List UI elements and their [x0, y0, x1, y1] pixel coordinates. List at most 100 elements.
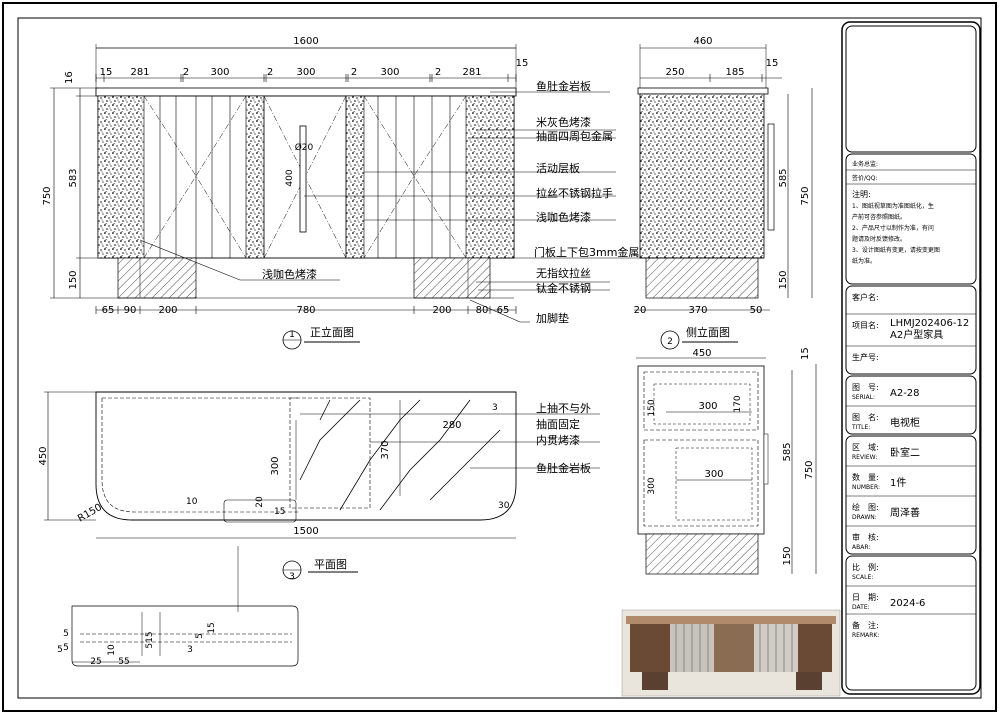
front-notes: 鱼肚金岩板米灰色烤漆抽面四周包金属活动层板拉丝不锈钢拉手浅咖色烤漆门板上下包3m… — [262, 79, 639, 325]
front-foot-left — [117, 257, 197, 299]
side-h-150: 150 — [778, 270, 789, 289]
tb-row-sub: SCALE: — [852, 574, 873, 581]
front-top-dim: 15 — [100, 67, 113, 78]
tb-row-label: 图 名: — [852, 412, 879, 422]
tb-row-value: A2-28 — [890, 388, 920, 399]
plan-280: 280 — [442, 420, 461, 431]
side-bot-370: 370 — [688, 305, 707, 316]
front-top-dim: 2 — [183, 67, 189, 78]
stone-panel-left — [97, 95, 145, 259]
front-note: 拉丝不锈钢拉手 — [536, 186, 613, 200]
tb-row-label: 生产号: — [852, 352, 879, 362]
plan-30: 30 — [498, 501, 510, 511]
marble-veins — [299, 399, 501, 511]
tb-row-label: 项目名: — [852, 320, 879, 330]
front-note: 浅咖色烤漆 — [536, 210, 591, 224]
side-bot-20: 20 — [634, 305, 647, 316]
front-note: 抽面四周包金属 — [536, 129, 613, 143]
tb-note-line: 1、图纸视草图为准图纸化，生 — [852, 202, 934, 210]
plan-note: 内贯烤漆 — [536, 433, 580, 447]
tb-note-line: 2、产品尺寸以制作为准，有问 — [852, 224, 934, 232]
front-note: 门板上下包3mm金属 — [534, 245, 639, 259]
front-top-dim: 281 — [462, 67, 481, 78]
detail-dim: 10 — [107, 644, 117, 656]
plan-20: 20 — [255, 496, 265, 508]
front-top-dim: 2 — [267, 67, 273, 78]
stone-panel-mid-right — [345, 95, 365, 259]
tb-row-value: 电视柜 — [890, 416, 920, 429]
tb-row-sub: DATE: — [852, 604, 870, 611]
plan-note: 上抽不与外 — [536, 401, 591, 415]
front-note: 浅咖色烤漆 — [262, 267, 317, 281]
detail-dim: 515 — [145, 631, 155, 648]
tb-row-sub: ABAR: — [852, 544, 870, 551]
front-bottom-dim: 65 — [102, 305, 115, 316]
detail-dim: 5 — [63, 629, 69, 639]
side2-300b: 300 — [704, 469, 723, 480]
plan-length: 1500 — [293, 526, 318, 537]
tb-row-sub: NUMBER: — [852, 484, 880, 491]
plan-outline — [95, 391, 517, 521]
side2-width: 450 — [692, 348, 711, 359]
front-note: 鱼肚金岩板 — [536, 79, 591, 93]
side-top-250: 250 — [665, 67, 684, 78]
tb-row-value2: A2户型家具 — [890, 328, 943, 341]
tb-row-sub: TITLE: — [851, 424, 870, 431]
plan-370: 370 — [380, 440, 391, 459]
tb-row-sub: REVIEW: — [852, 454, 877, 461]
tb-row-label: 日 期: — [852, 593, 879, 602]
detail-dim: 5 — [63, 643, 69, 653]
tb-row-sub: DRAWN: — [852, 514, 877, 521]
detail-dim: 5 — [57, 645, 63, 655]
tb-notes-header-2: 签价/QQ: — [852, 174, 878, 182]
side2-h15: 15 — [800, 347, 811, 360]
inner-border — [17, 17, 982, 699]
side-h-585: 585 — [778, 168, 789, 187]
tb-row-label: 数 量: — [852, 472, 879, 482]
front-top-dim: 2 — [435, 67, 441, 78]
view2-title: 侧立面图 — [686, 325, 730, 339]
tb-row-value: 卧室二 — [890, 446, 920, 459]
side-elevation: 460 250 185 15 585 750 150 20 370 50 — [634, 36, 813, 316]
detail-dim: 25 — [90, 657, 101, 667]
front-h-16: 16 — [64, 71, 75, 84]
side2-h750: 750 — [804, 460, 815, 479]
view3-number: 3 — [289, 572, 295, 582]
plan-depth: 450 — [38, 446, 49, 465]
front-bottom-dim: 780 — [296, 305, 315, 316]
tb-row-value: 周泽善 — [890, 506, 920, 519]
front-top-dim: 2 — [351, 67, 357, 78]
front-handle — [299, 125, 307, 233]
side-bot-50: 50 — [750, 305, 763, 316]
side-stone — [639, 93, 765, 259]
tb-row-label: 备 注: — [852, 620, 879, 630]
handle-dia: Ø20 — [295, 142, 314, 153]
plan-view: 450 300 370 280 20 10 15 3 30 R150 1500 — [38, 391, 600, 539]
front-leaders — [139, 91, 640, 323]
tb-row-value: LHMJ202406-12 — [890, 318, 969, 329]
front-top-slab — [95, 87, 517, 97]
detail-dim: 3 — [187, 645, 193, 655]
front-top-dim: 281 — [130, 67, 149, 78]
front-note: 米灰色烤漆 — [536, 115, 591, 129]
tb-row-sub: SERIAL: — [852, 394, 875, 401]
plan-note: 鱼肚金岩板 — [536, 461, 591, 475]
front-h-150: 150 — [68, 270, 79, 289]
side2-170: 170 — [733, 395, 743, 412]
detail-dim: 5 — [195, 633, 205, 639]
front-bottom-dim: 200 — [432, 305, 451, 316]
front-bottom-dim: 90 — [124, 305, 137, 316]
side2-300c: 300 — [647, 477, 657, 494]
tb-row-value: 2024-6 — [890, 598, 925, 609]
side-h-750: 750 — [800, 186, 811, 205]
tb-row-label: 客户名: — [852, 292, 879, 302]
title-block: 业务总监: 签价/QQ: 注明: 1、图纸视草图为准图纸化，生产前可咨参照图纸。… — [841, 21, 981, 695]
front-h-583: 583 — [68, 168, 79, 187]
side-top-15: 15 — [766, 58, 779, 69]
front-bottom-dim: 200 — [158, 305, 177, 316]
front-note: 加脚垫 — [536, 311, 569, 325]
tb-row-label: 区 域: — [852, 442, 879, 452]
